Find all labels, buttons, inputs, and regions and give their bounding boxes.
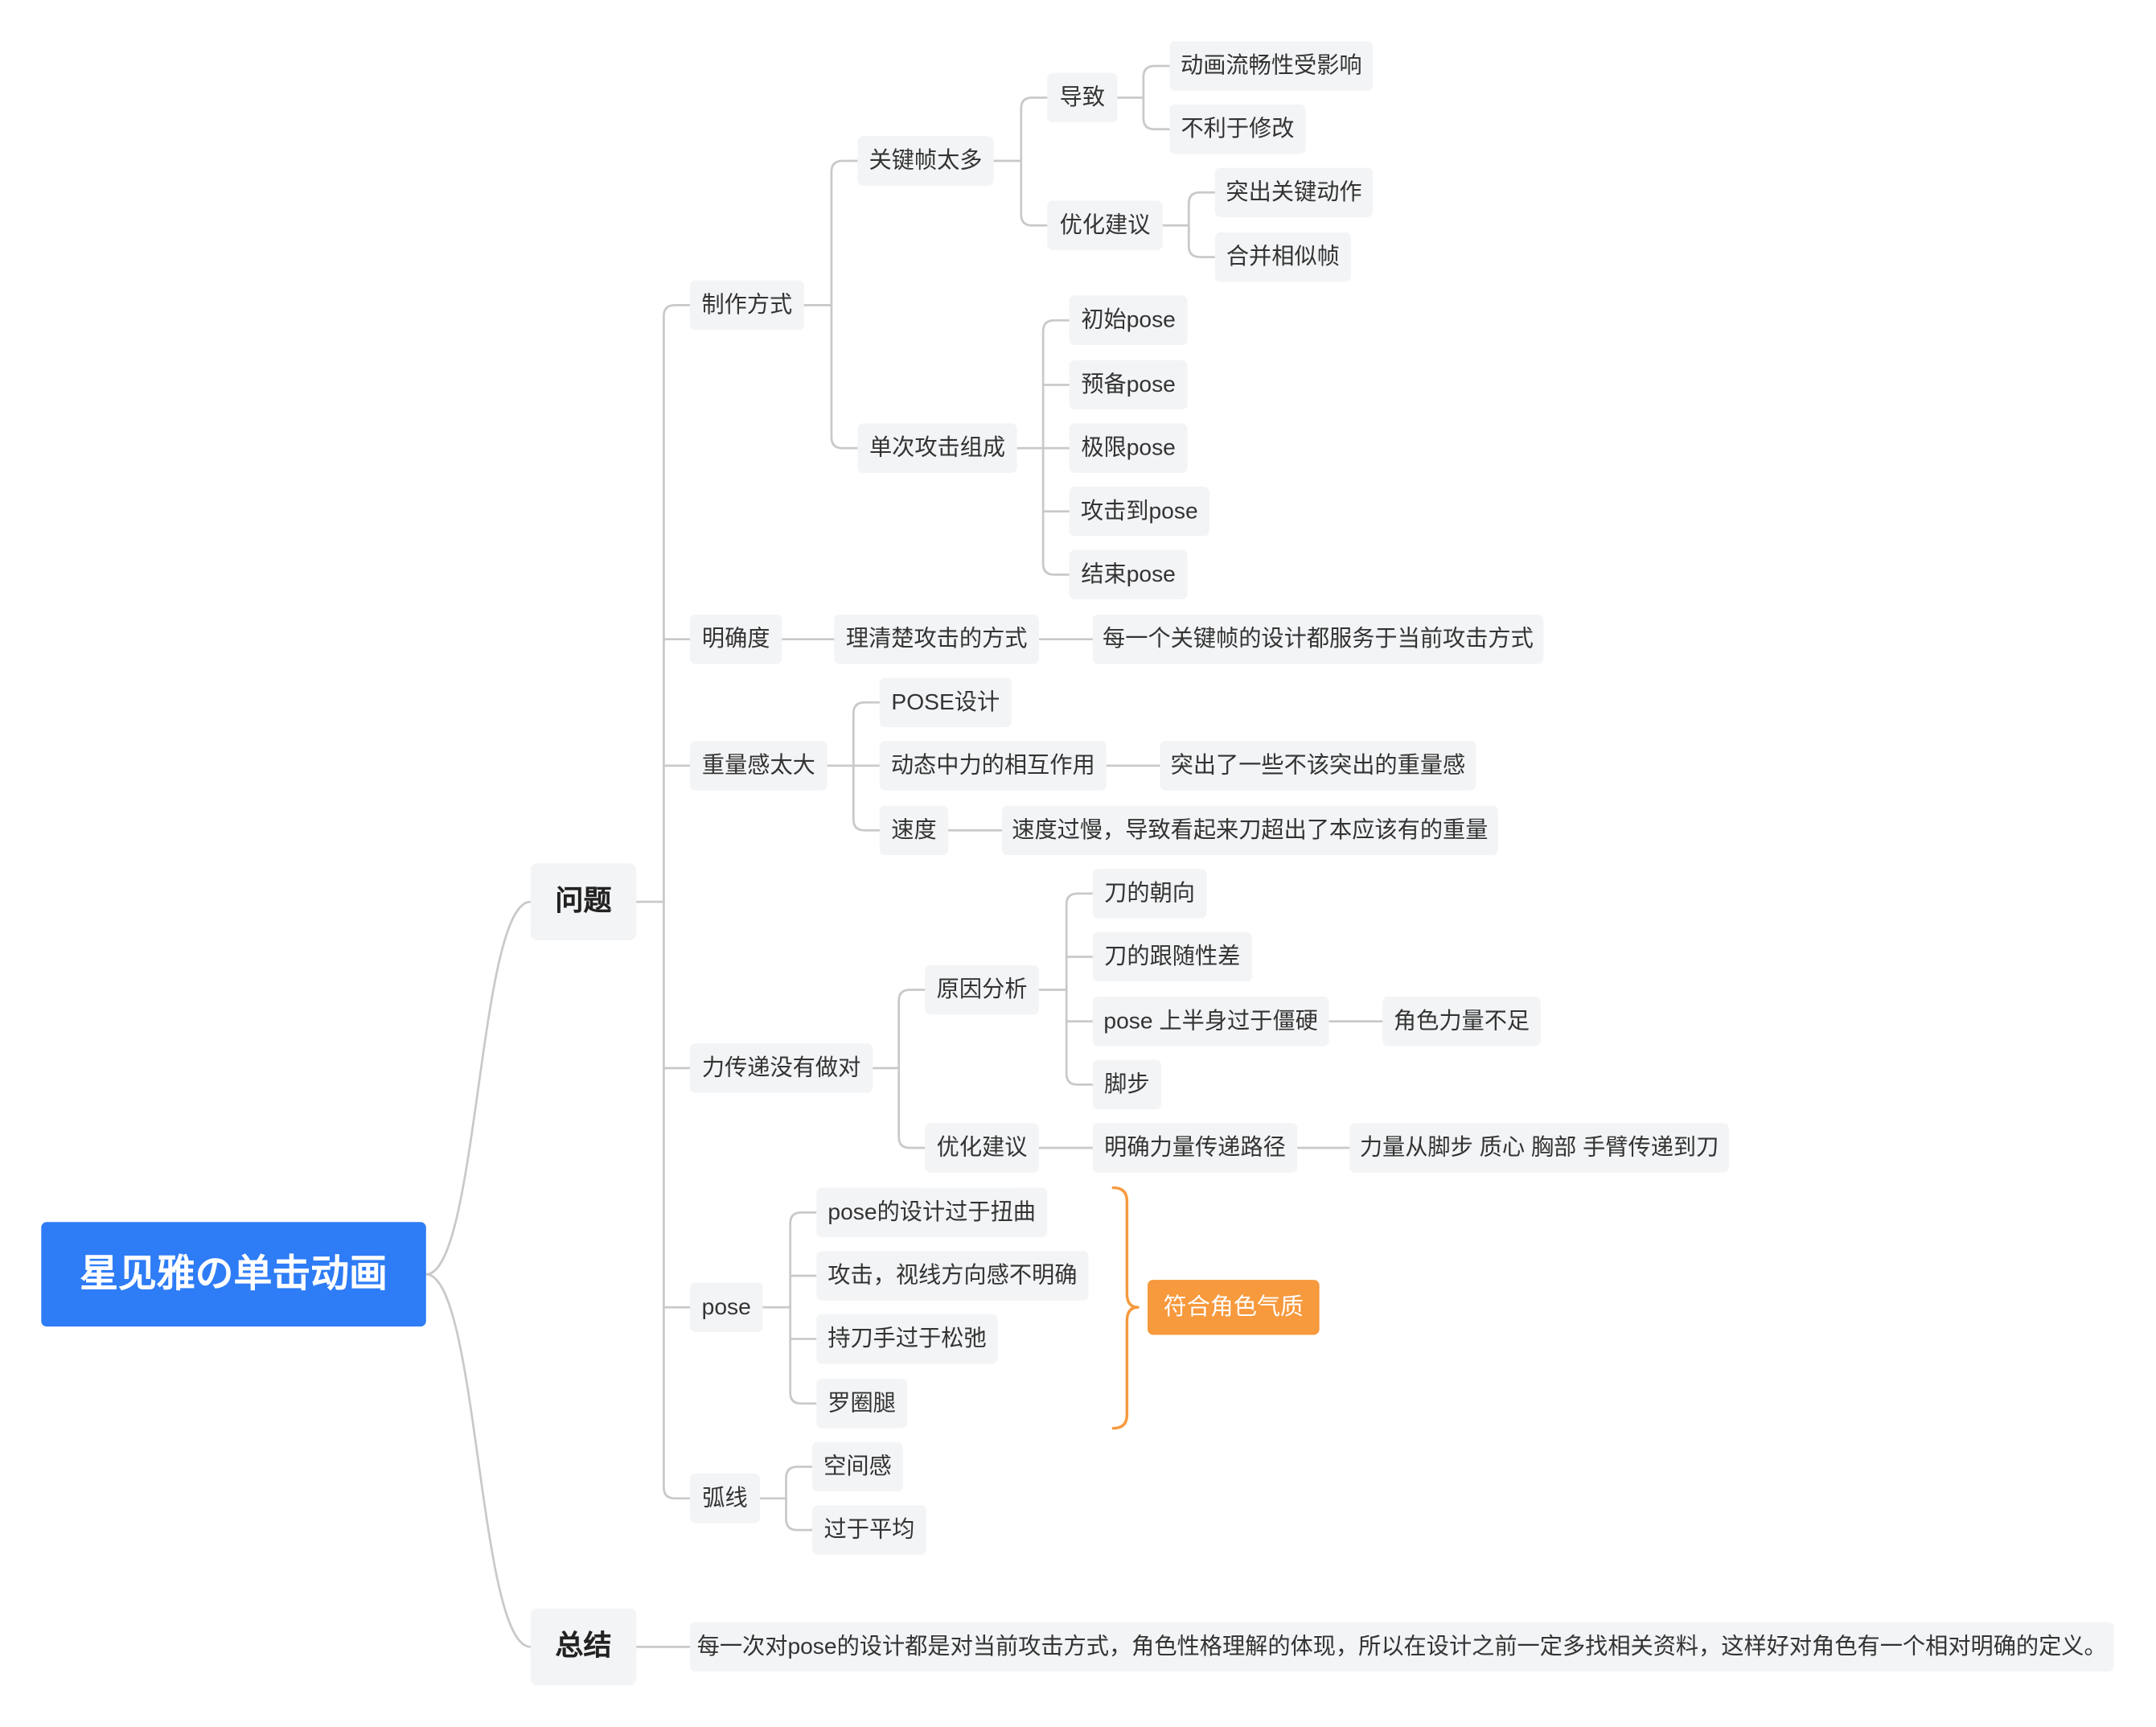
topic-speed[interactable]: 速度 — [879, 805, 949, 855]
topic-cause-item-1[interactable]: 动画流畅性受影响 — [1169, 41, 1374, 91]
topic-pose[interactable]: pose — [689, 1282, 763, 1333]
topic-arc-item-1[interactable]: 空间感 — [812, 1441, 903, 1492]
topic-analysis-item-3-detail[interactable]: 角色力量不足 — [1382, 997, 1541, 1046]
topic-single-attack-item-2[interactable]: 预备pose — [1069, 360, 1188, 410]
topic-analysis-item-4[interactable]: 脚步 — [1092, 1059, 1162, 1110]
topic-force-transfer[interactable]: 力传递没有做对 — [689, 1043, 873, 1093]
topic-clarity[interactable]: 明确度 — [689, 614, 782, 664]
topic-keyframe-suggestion-item-1[interactable]: 突出关键动作 — [1214, 167, 1374, 218]
topic-force-suggestion[interactable]: 优化建议 — [925, 1123, 1040, 1173]
topic-pose-item-1[interactable]: pose的设计过于扭曲 — [816, 1187, 1048, 1238]
topic-arc[interactable]: 弧线 — [689, 1474, 761, 1523]
topic-single-attack-item-1[interactable]: 初始pose — [1069, 295, 1188, 345]
topic-force-path[interactable]: 明确力量传递路径 — [1092, 1123, 1298, 1173]
connector-problems-spine — [663, 304, 692, 1500]
summary-text[interactable]: 每一次对pose的设计都是对当前攻击方式，角色性格理解的体现，所以在设计之前一定… — [689, 1622, 2114, 1672]
topic-arc-item-2[interactable]: 过于平均 — [812, 1505, 926, 1555]
pose-summary-tag[interactable]: 符合角色气质 — [1148, 1280, 1320, 1335]
topic-clarity-keyframe-design[interactable]: 每一个关键帧的设计都服务于当前攻击方式 — [1092, 614, 1544, 664]
topic-single-attack[interactable]: 单次攻击组成 — [857, 423, 1017, 473]
topic-pose-item-3[interactable]: 持刀手过于松弛 — [816, 1314, 998, 1364]
topic-analysis-item-2[interactable]: 刀的跟随性差 — [1092, 931, 1252, 982]
topic-clarity-attack-method[interactable]: 理清楚攻击的方式 — [834, 614, 1040, 664]
topic-keyframe-suggestion-item-2[interactable]: 合并相似帧 — [1214, 232, 1351, 282]
connector-arc-spine — [785, 1466, 814, 1532]
connector-root-problems — [425, 900, 532, 1276]
topic-single-attack-item-3[interactable]: 极限pose — [1069, 423, 1188, 473]
connector-force-spine — [897, 989, 926, 1149]
topic-pose-item-4[interactable]: 罗圈腿 — [816, 1379, 907, 1429]
topic-force-path-detail[interactable]: 力量从脚步 质心 胸部 手臂传递到刀 — [1349, 1123, 1729, 1173]
topic-weight[interactable]: 重量感太大 — [689, 741, 827, 791]
connector-kf-suggestion-spine — [1187, 191, 1217, 258]
topic-single-attack-item-5[interactable]: 结束pose — [1069, 549, 1188, 600]
topic-analysis-item-1[interactable]: 刀的朝向 — [1092, 869, 1207, 919]
connector-production-spine — [830, 159, 859, 450]
connector-root-summary — [425, 1273, 532, 1648]
topic-cause[interactable]: 导致 — [1047, 72, 1118, 123]
connector-pose-spine — [789, 1211, 818, 1405]
topic-cause-analysis[interactable]: 原因分析 — [925, 964, 1040, 1015]
topic-single-attack-item-4[interactable]: 攻击到pose — [1069, 486, 1209, 537]
topic-summary[interactable]: 总结 — [530, 1608, 637, 1686]
root-topic[interactable]: 星见雅の单击动画 — [41, 1222, 426, 1327]
topic-pose-item-2[interactable]: 攻击，视线方向感不明确 — [816, 1251, 1089, 1301]
connector-weight-spine — [852, 701, 881, 832]
connector-cause-spine — [1142, 64, 1171, 131]
connector-single-attack-spine — [1041, 319, 1070, 576]
topic-cause-item-2[interactable]: 不利于修改 — [1169, 104, 1306, 154]
topic-keyframe-suggestion[interactable]: 优化建议 — [1047, 200, 1163, 251]
topic-analysis-item-3[interactable]: pose 上半身过于僵硬 — [1092, 997, 1329, 1046]
topic-dynamics[interactable]: 动态中力的相互作用 — [879, 741, 1107, 791]
summary-brace — [1111, 1186, 1140, 1430]
connector-keyframes-spine — [1020, 96, 1049, 227]
topic-speed-detail[interactable]: 速度过慢，导致看起来刀超出了本应该有的重量 — [1001, 805, 1498, 855]
connector-analysis-spine — [1065, 892, 1094, 1086]
topic-dynamics-detail[interactable]: 突出了一些不该突出的重量感 — [1160, 741, 1476, 791]
topic-pose-design[interactable]: POSE设计 — [879, 677, 1012, 728]
topic-too-many-keyframes[interactable]: 关键帧太多 — [857, 136, 994, 186]
topic-production-method[interactable]: 制作方式 — [689, 280, 804, 331]
topic-problems[interactable]: 问题 — [530, 863, 637, 940]
